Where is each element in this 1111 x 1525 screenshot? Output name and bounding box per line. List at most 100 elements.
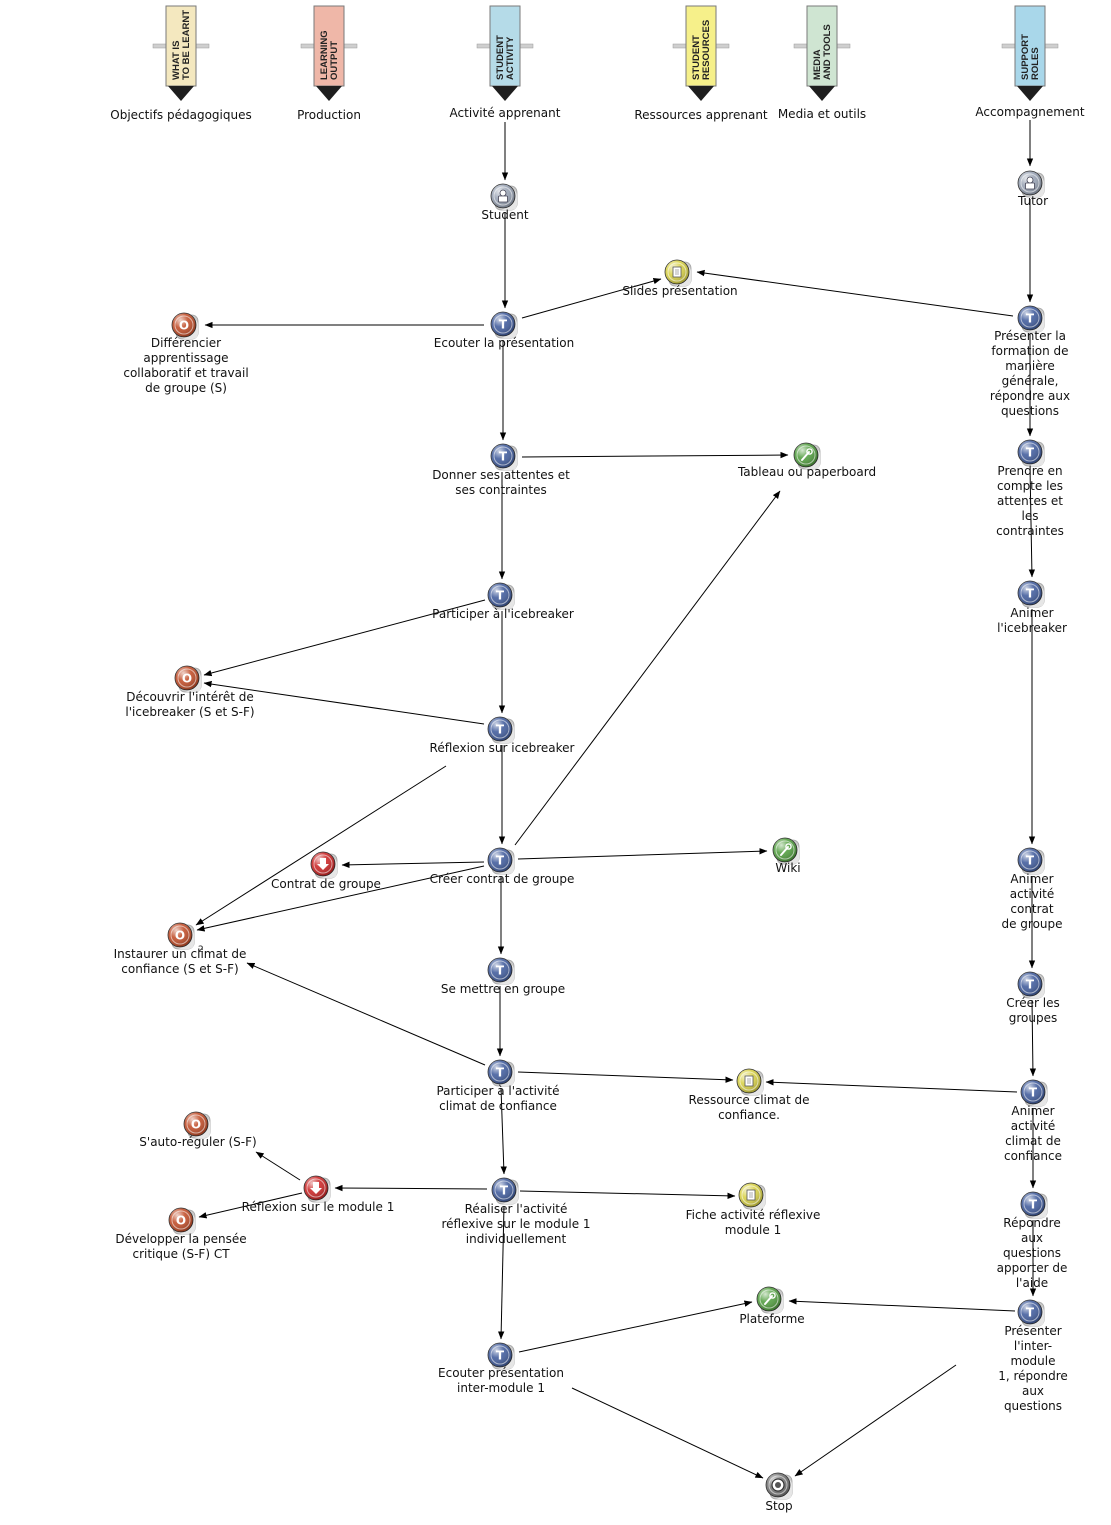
node-realiser[interactable]: T (491, 1177, 519, 1205)
task-icon: T (487, 582, 513, 608)
node-creer-groupes[interactable]: T (1017, 971, 1045, 999)
node-label-se-mettre: Se mettre en groupe (440, 982, 566, 996)
connector-arrow (198, 1192, 303, 1219)
resource-document-icon (736, 1068, 762, 1094)
column-tag-text: MEDIAAND TOOLS (812, 24, 833, 80)
stop-icon (765, 1472, 791, 1498)
node-label-developper: Développer la pensée critique (S-F) CT (115, 1232, 247, 1261)
node-label-fiche: Fiche activité réflexive module 1 (685, 1208, 821, 1237)
node-tutor[interactable] (1017, 170, 1045, 198)
node-student[interactable] (490, 183, 518, 211)
task-icon: T (487, 847, 513, 873)
node-tableau[interactable] (793, 442, 821, 470)
product-download-icon (310, 851, 336, 877)
connector-arrow (255, 1151, 301, 1181)
node-label-instaurer: Instaurer un climat de confiance (S et S… (113, 947, 247, 976)
svg-text:T: T (499, 450, 508, 464)
node-animer-ice[interactable]: T (1017, 580, 1045, 608)
node-stop[interactable] (765, 1472, 793, 1500)
svg-text:T: T (496, 964, 505, 978)
svg-text:T: T (499, 318, 508, 332)
svg-text:T: T (496, 589, 505, 603)
node-animer-contrat[interactable]: T (1017, 847, 1045, 875)
node-developper[interactable]: O (168, 1207, 196, 1235)
learning-output-icon: O (168, 1207, 194, 1233)
node-diff[interactable]: O (171, 312, 199, 340)
node-repondre[interactable]: T (1020, 1191, 1048, 1219)
task-icon: T (491, 1177, 517, 1203)
node-wiki[interactable] (772, 837, 800, 865)
column-tag-output[interactable]: LEARNINGOUTPUT (300, 5, 358, 101)
svg-text:T: T (1026, 446, 1035, 460)
node-participer-ice[interactable]: T (487, 582, 515, 610)
connector-arrow (571, 1387, 764, 1479)
tool-wrench-icon (793, 442, 819, 468)
node-contrat[interactable] (310, 851, 338, 879)
node-label-plateforme: Plateforme (739, 1312, 805, 1326)
connector-layer (195, 120, 1037, 1479)
node-reflexion-ice[interactable]: T (487, 716, 515, 744)
node-label-tableau: Tableau ou paperboard (737, 465, 877, 479)
node-label-ecouter-inter: Ecouter présentation inter-module 1 (438, 1366, 564, 1395)
node-label-reflexion-ice: Réflexion sur icebreaker (429, 741, 575, 755)
column-tag-text: WHAT ISTO BE LEARNT (171, 10, 192, 80)
node-donner[interactable]: T (490, 443, 518, 471)
svg-text:T: T (1029, 1086, 1038, 1100)
node-se-mettre[interactable]: T (487, 957, 515, 985)
svg-text:T: T (1026, 854, 1035, 868)
task-icon: T (487, 1342, 513, 1368)
task-icon: T (1017, 439, 1043, 465)
node-auto-reguler[interactable]: O (183, 1111, 211, 1139)
node-creer-contrat[interactable]: T (487, 847, 515, 875)
node-participer-climat[interactable]: T (487, 1059, 515, 1087)
node-animer-climat[interactable]: T (1020, 1079, 1048, 1107)
node-presenter-inter[interactable]: T (1017, 1299, 1045, 1327)
role-user-icon (490, 183, 516, 209)
node-ressource-climat[interactable] (736, 1068, 764, 1096)
column-headers: WHAT ISTO BE LEARNT LEARNINGOUTPUT STUDENT… (152, 5, 1059, 101)
node-decouvrir[interactable]: O (174, 665, 202, 693)
node-instaurer[interactable]: O (167, 922, 195, 950)
column-tag-resources[interactable]: STUDENTRESOURCES (672, 5, 730, 101)
connector-arrow (334, 1184, 488, 1192)
column-title-media: Media et outils (777, 107, 867, 121)
connector-arrow (521, 277, 662, 319)
connector-arrow (1029, 999, 1037, 1077)
node-label-creer-contrat: Créer contrat de groupe (429, 872, 575, 886)
column-tag-support[interactable]: SUPPORTROLES (1001, 5, 1059, 101)
node-ecouter-inter[interactable]: T (487, 1342, 515, 1370)
connector-arrow (497, 1205, 505, 1340)
column-tag-what[interactable]: WHAT ISTO BE LEARNT (152, 5, 210, 101)
node-reflexion-mod[interactable] (303, 1175, 331, 1203)
column-tag-media[interactable]: MEDIAAND TOOLS (793, 5, 851, 101)
connector-arrow (517, 1071, 734, 1083)
node-label-decouvrir: Découvrir l'intérêt de l'icebreaker (S e… (125, 690, 255, 719)
node-presenter[interactable]: T (1017, 305, 1045, 333)
node-plateforme[interactable] (756, 1286, 784, 1314)
task-icon: T (1020, 1191, 1046, 1217)
connector-arrow (196, 865, 485, 932)
connector-arrow (203, 680, 485, 725)
task-icon: T (490, 311, 516, 337)
connector-arrow (788, 1298, 1016, 1312)
column-title-resources: Ressources apprenant (634, 108, 768, 122)
node-slides[interactable] (664, 259, 692, 287)
learning-output-icon: O (167, 922, 193, 948)
task-icon: T (1017, 580, 1043, 606)
svg-text:O: O (176, 1214, 186, 1228)
column-tag-activity[interactable]: STUDENTACTIVITY (476, 5, 534, 101)
node-fiche[interactable] (738, 1182, 766, 1210)
connector-arrow (519, 1190, 736, 1200)
connector-arrow (500, 1087, 507, 1175)
column-title-support: Accompagnement (975, 105, 1085, 119)
node-label-presenter-inter: Présenter l'inter-module 1, répondre aux… (998, 1324, 1068, 1413)
node-ecouter[interactable]: T (490, 311, 518, 339)
task-icon: T (487, 716, 513, 742)
svg-text:T: T (496, 1066, 505, 1080)
resource-document-icon (738, 1182, 764, 1208)
node-label-donner: Donner ses attentes et ses contraintes (432, 468, 570, 497)
task-icon: T (490, 443, 516, 469)
node-label-diff: Différencier apprentissage collaboratif … (123, 336, 249, 395)
node-prendre[interactable]: T (1017, 439, 1045, 467)
